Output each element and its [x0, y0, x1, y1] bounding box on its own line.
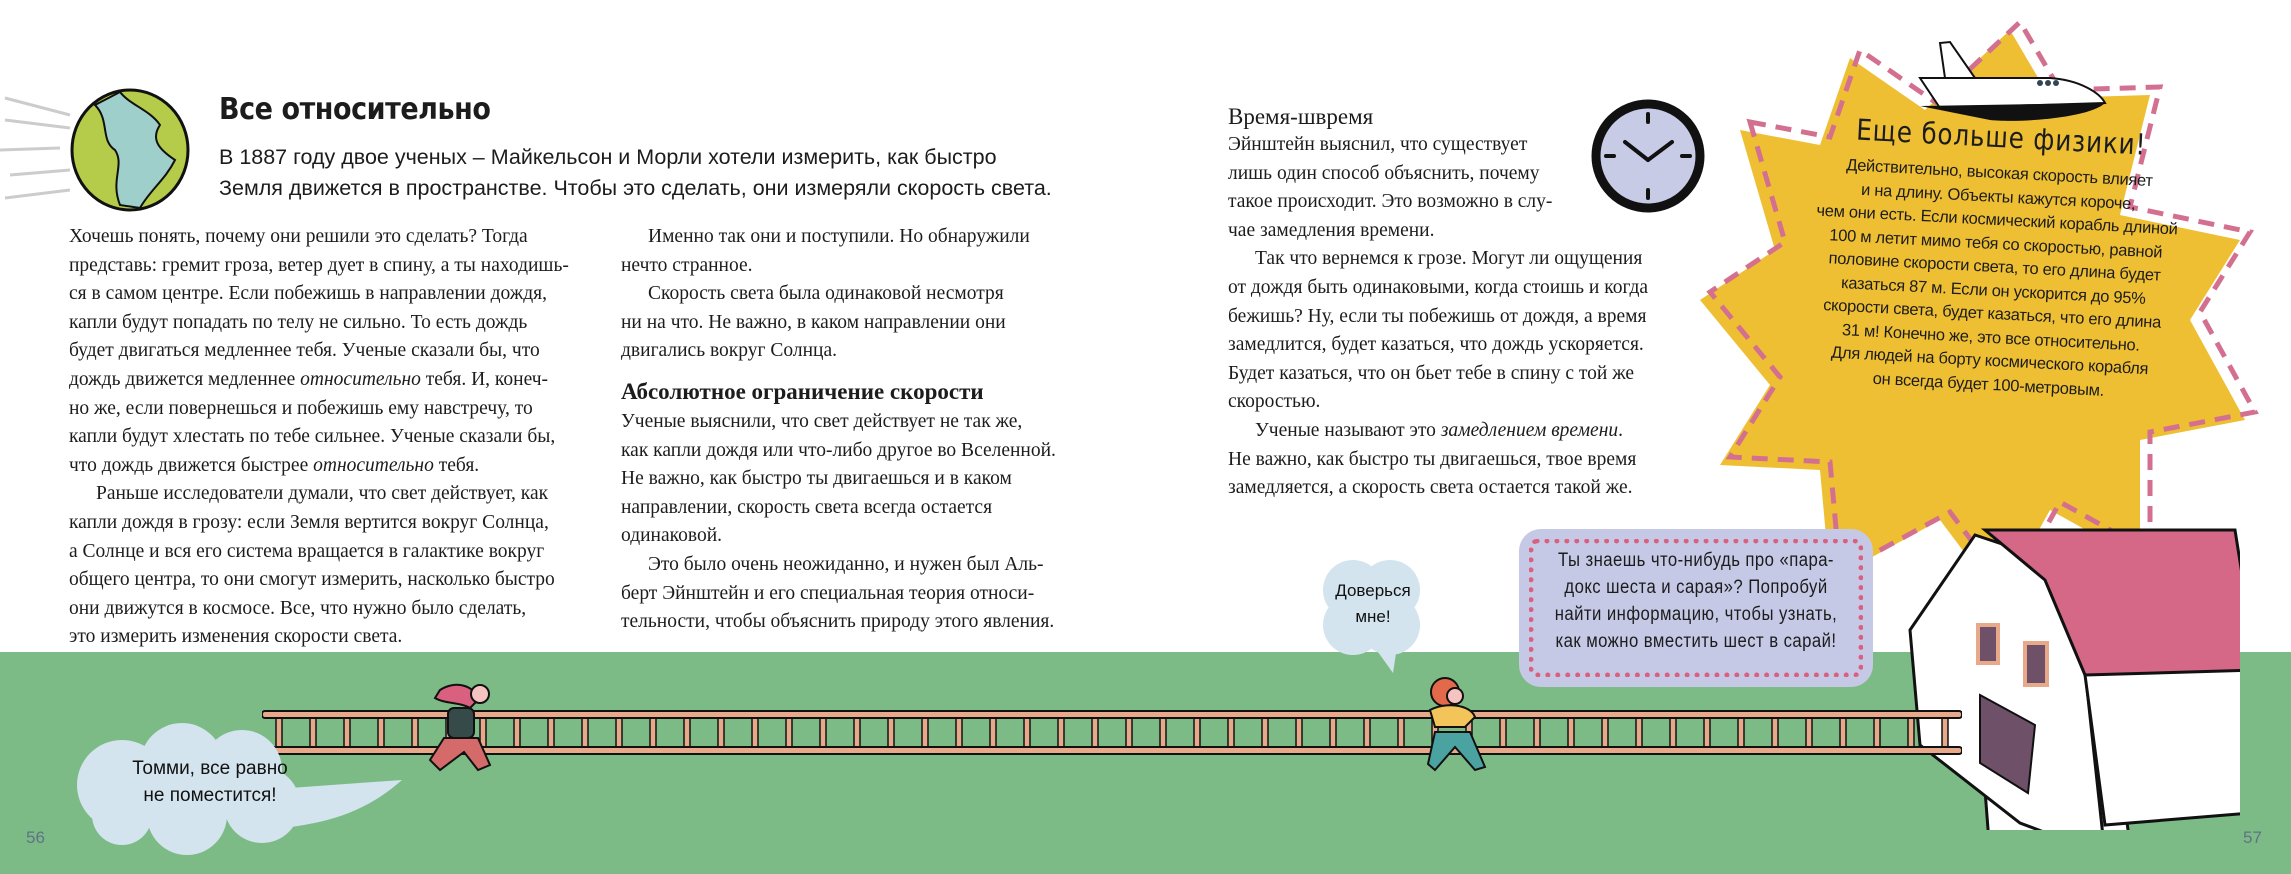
- text: Ученые называют это: [1255, 419, 1441, 441]
- column-3: Время-швремя Эйнштейн выяснил, что сущес…: [1228, 103, 1648, 503]
- running-girl-illustration: [428, 683, 492, 772]
- text-line: мне!: [1355, 607, 1391, 626]
- speech-bubble-right-text: Доверься мне!: [1318, 578, 1428, 630]
- running-boy-illustration: [1426, 677, 1487, 772]
- text-line: нечто странное.: [621, 254, 753, 276]
- text-line: такое происходит. Это возможно в слу-: [1228, 191, 1553, 213]
- text-line: а Солнце и вся его система вращается в г…: [69, 540, 545, 562]
- space-shuttle-icon: [1918, 40, 2107, 121]
- text-line: Ты знаешь что-нибудь про «пара-: [1558, 550, 1834, 571]
- text-line: будет двигаться медленнее тебя. Ученые с…: [69, 340, 540, 362]
- column-2: Именно так они и поступили. Но обнаружил…: [621, 223, 1056, 637]
- clock-icon: [1591, 99, 1705, 213]
- speech-bubble-left: [77, 723, 402, 855]
- star-callout-text: Еще больше физики! Действительно, высока…: [1753, 108, 2237, 409]
- section-heading: Время-швремя: [1228, 104, 1374, 129]
- text-line: ся в самом центре. Если побежишь в напра…: [69, 283, 548, 305]
- page-number-left: 56: [26, 828, 45, 847]
- text-line: бежишь? Ну, если ты побежишь от дождя, а…: [1228, 305, 1647, 327]
- text-line: докс шеста и сарая»? Попробуй: [1564, 577, 1828, 598]
- globe-icon: [0, 88, 190, 212]
- speech-bubble-right: [1323, 560, 1420, 673]
- text-line: Доверься: [1335, 581, 1411, 600]
- text-line: это измерить изменения скорости света.: [69, 626, 403, 648]
- italic-term: замедлением времени: [1440, 419, 1619, 441]
- text-line: представь: гремит гроза, ветер дует в сп…: [69, 254, 569, 276]
- green-ground: [0, 652, 2291, 874]
- barn-illustration: [1908, 528, 2240, 830]
- text-line: Раньше исследователи думали, что свет де…: [96, 483, 549, 505]
- text-line: что дождь движется быстрее относительно …: [69, 452, 569, 481]
- dotted-border: [1529, 539, 1863, 677]
- starburst-callout: [1700, 18, 2259, 600]
- text-line: как капли дождя или что-либо другое во В…: [621, 439, 1056, 461]
- text: тебя. И, конеч-: [420, 368, 549, 390]
- text-line: ни на что. Не важно, в каком направлении…: [621, 311, 1006, 333]
- italic-term: относительно: [313, 454, 434, 476]
- text: что дождь движется быстрее: [69, 454, 314, 476]
- page-number-right: 57: [2243, 828, 2262, 847]
- text-line: берт Эйнштейн и его специальная теория о…: [621, 582, 1035, 604]
- page-title: Все относительно: [219, 92, 491, 127]
- text-line: но же, если повернешься и побежишь ему н…: [69, 397, 533, 419]
- text-line: Ученые называют это замедлением времени.: [1228, 417, 1648, 446]
- ladder-illustration: [262, 710, 1962, 755]
- text-line: дождь движется медленнее относительно те…: [69, 366, 569, 395]
- text-line: Именно так они и поступили. Но обнаружил…: [648, 226, 1030, 247]
- text-line: найти информацию, чтобы узнать,: [1554, 604, 1838, 625]
- text-line: Это было очень неожиданно, и нужен был А…: [648, 553, 1044, 575]
- text-line: Будет казаться, что он бьет тебе в спину…: [1228, 362, 1635, 384]
- callout-body: Действительно, высокая скорость влияет и…: [1753, 150, 2235, 409]
- text-line: замедлится, будет казаться, что дождь ус…: [1228, 334, 1644, 356]
- intro-line: Земля движется в пространстве. Чтобы это…: [219, 176, 1052, 200]
- text-line: Томми, все равно: [132, 758, 288, 779]
- intro-text: В 1887 году двое ученых – Майкельсон и М…: [219, 142, 1052, 204]
- intro-line: В 1887 году двое ученых – Майкельсон и М…: [219, 145, 997, 169]
- section-heading: Абсолютное ограничение скорости: [621, 378, 984, 404]
- text-line: Хочешь понять, почему они решили это сде…: [69, 226, 528, 247]
- italic-term: относительно: [300, 368, 421, 390]
- text-line: Не важно, как быстро ты двигаешься и в к…: [621, 468, 1012, 490]
- text-line: Скорость света была одинаковой несмотря: [648, 283, 1004, 305]
- text: дождь движется медленнее: [69, 368, 301, 390]
- text-line: тельности, чтобы объяснить природу этого…: [621, 611, 1055, 633]
- text: тебя.: [433, 454, 480, 476]
- text-line: от дождя быть одинаковыми, когда стоишь …: [1228, 276, 1649, 298]
- text-line: как можно вместить шест в сарай!: [1555, 631, 1837, 652]
- text-line: Так что вернемся к грозе. Могут ли ощуще…: [1255, 248, 1643, 270]
- text-line: они движутся в космосе. Все, что нужно б…: [69, 597, 527, 619]
- text-line: лишь один способ объяснить, почему: [1228, 162, 1540, 184]
- text-line: скоростью.: [1228, 391, 1321, 413]
- text-line: капли дождя в грозу: если Земля вертится…: [69, 511, 549, 533]
- text-line: капли будут хлестать по тебе сильнее. Уч…: [69, 426, 556, 448]
- text-line: Ученые выяснили, что свет действует не т…: [621, 410, 1023, 432]
- text-line: не поместится!: [143, 785, 277, 806]
- text-line: Эйнштейн выяснил, что существует: [1228, 134, 1528, 155]
- column-1: Хочешь понять, почему они решили это сде…: [69, 223, 569, 652]
- text-line: капли будут попадать по телу не сильно. …: [69, 311, 528, 333]
- hint-text: Ты знаешь что-нибудь про «пара- докс шес…: [1540, 547, 1852, 655]
- hint-box: Ты знаешь что-нибудь про «пара- докс шес…: [1519, 529, 1873, 687]
- text-line: чае замедления времени.: [1228, 219, 1435, 241]
- text-line: одинаковой.: [621, 525, 723, 547]
- speech-bubble-left-text: Томми, все равно не поместится!: [90, 755, 330, 809]
- text: .: [1618, 419, 1623, 441]
- text-line: направлении, скорость света всегда остае…: [621, 496, 993, 518]
- text-line: Не важно, как быстро ты двигаешься, твое…: [1228, 448, 1637, 470]
- text-line: общего центра, то они смогут измерить, н…: [69, 569, 555, 591]
- text-line: замедляется, а скорость света остается т…: [1228, 477, 1633, 499]
- text-line: двигались вокруг Солнца.: [621, 340, 838, 362]
